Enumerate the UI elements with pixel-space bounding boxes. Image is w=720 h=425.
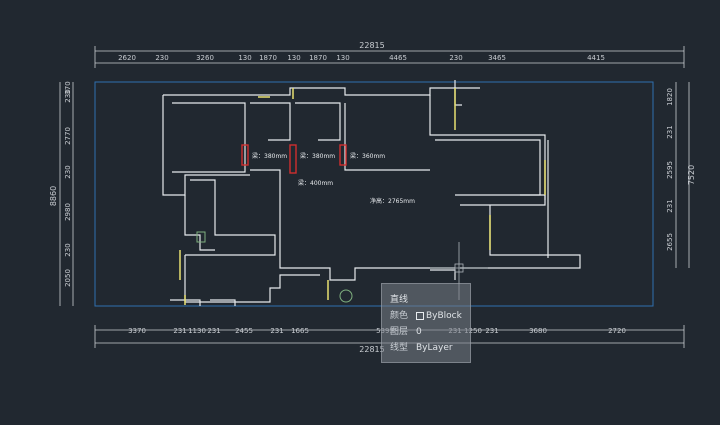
beam-label: 梁：380mm (252, 152, 287, 160)
walls (162, 80, 581, 306)
dimension-label: 130 (336, 54, 349, 62)
dimension-label: 3370 (128, 327, 146, 335)
dimension-label: 231 (666, 125, 674, 138)
dimension-label: 1870 (309, 54, 327, 62)
dimension-label: 1820 (666, 88, 674, 106)
tooltip-key: 线型 (390, 343, 409, 353)
bottom-total-dimension: 22815 (359, 345, 384, 354)
beam-label: 梁：380mm (300, 152, 335, 160)
right-dimension-labels: 1820 231 2595 231 2655 (666, 88, 674, 251)
tooltip-key: 颜色 (390, 311, 409, 321)
tooltip-value: 0 (416, 327, 422, 337)
dimension-label: 2655 (666, 233, 674, 251)
top-total-dimension: 22815 (359, 41, 384, 50)
bottom-dimension-labels: 3370231113023124552311665539523112502313… (128, 327, 626, 335)
dimension-label: 1665 (291, 327, 309, 335)
drawing-boundary (94, 81, 654, 307)
dimension-label: 2720 (608, 327, 626, 335)
dimension-label: 231 (666, 199, 674, 212)
top-dimension-labels: 2620 230 3260 130 1870 130 1870 130 4465 230 3465 4… (118, 54, 605, 62)
tooltip-row-linetype: 线型 ByLayer (390, 342, 453, 354)
window-marks (179, 88, 546, 305)
dimension-label: 230 (449, 54, 462, 62)
detail-marks (196, 231, 353, 303)
dimension-label: 4465 (389, 54, 407, 62)
left-total-dimension: 8860 (49, 186, 58, 206)
dimension-label: 231 (207, 327, 220, 335)
tooltip-value: ByLayer (416, 343, 453, 353)
beam-marks (241, 144, 347, 174)
right-total-dimension: 7520 (687, 165, 696, 185)
clear-height-label: 净高：2765mm (370, 197, 415, 205)
dimension-label: 231 (270, 327, 283, 335)
dimension-label: 2770 (64, 127, 72, 145)
dimension-label: 2050 (64, 269, 72, 287)
tooltip-row-layer: 图层 0 (390, 326, 422, 338)
dimension-lines (59, 46, 690, 348)
dimension-label: 230 (64, 165, 72, 178)
tooltip-key: 图层 (390, 327, 409, 337)
dimension-label: 1130 (188, 327, 206, 335)
dimension-label: 2455 (235, 327, 253, 335)
dimension-label: 231 (173, 327, 186, 335)
tooltip-row-color: 颜色 ByBlock (390, 310, 462, 322)
dimension-label: 1870 (259, 54, 277, 62)
dimension-label: 3260 (196, 54, 214, 62)
dimension-label: 1250 (464, 327, 482, 335)
dimension-label: 3680 (529, 327, 547, 335)
dimension-label: 2980 (64, 203, 72, 221)
dimension-label: 2595 (666, 161, 674, 179)
dimension-label: 4415 (587, 54, 605, 62)
dimension-label: 230 (64, 89, 72, 102)
property-tooltip: 直线 颜色 ByBlock 图层 0 线型 ByLayer (381, 283, 471, 363)
dimension-label: 230 (64, 243, 72, 256)
dimension-label: 3465 (488, 54, 506, 62)
beam-label: 梁：400mm (298, 179, 333, 187)
dimension-label: 130 (287, 54, 300, 62)
tooltip-value: ByBlock (426, 311, 462, 321)
dimension-label: 2620 (118, 54, 136, 62)
color-swatch-icon (416, 311, 424, 320)
dimension-label: 370 (64, 81, 72, 94)
dimension-label: 230 (155, 54, 168, 62)
beam-label: 梁：360mm (350, 152, 385, 160)
dimension-label: 231 (485, 327, 498, 335)
dimension-label: 130 (238, 54, 251, 62)
tooltip-title: 直线 (390, 295, 409, 305)
